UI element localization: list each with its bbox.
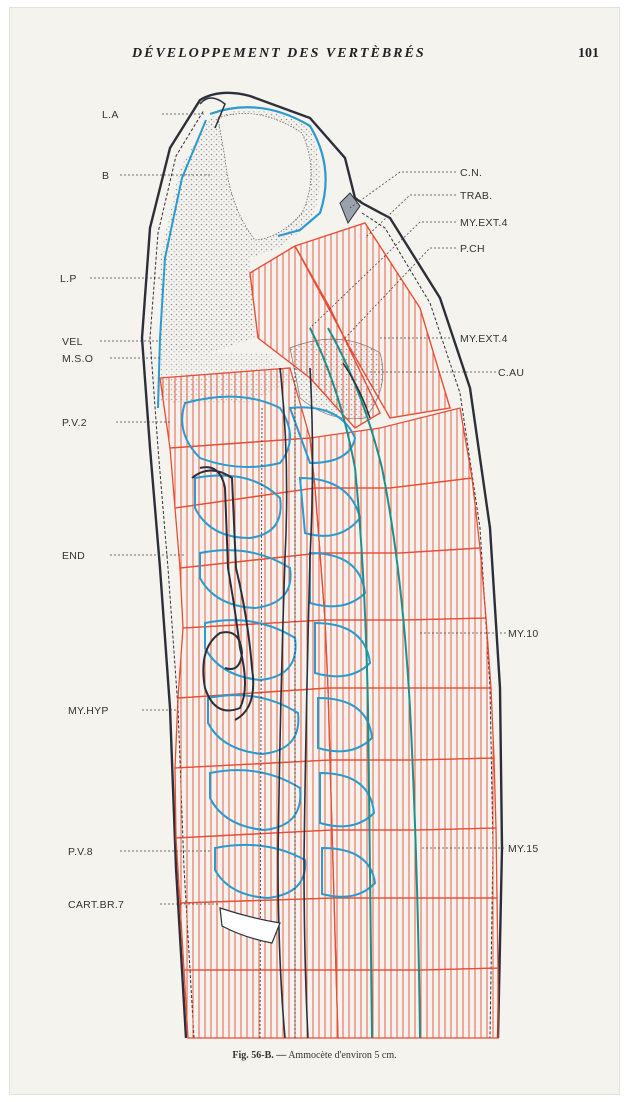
figure-number: Fig. 56-B. — [232,1050,286,1061]
label-cau: C.AU [498,367,524,379]
label-b: B [102,170,109,182]
label-myext4-top: MY.EXT.4 [460,217,508,229]
label-myhyp: MY.HYP [68,705,109,717]
label-trab: TRAB. [460,190,492,202]
figure-caption: Fig. 56-B. — Ammocète d'environ 5 cm. [10,1050,619,1061]
label-pv2: P.V.2 [62,417,87,429]
label-vel: VEL [62,336,83,348]
label-mso: M.S.O [62,353,93,365]
label-cartbr7: CART.BR.7 [68,899,124,911]
label-la: L.A [102,109,119,121]
label-my10: MY.10 [508,628,539,640]
label-end: END [62,550,85,562]
label-cn: C.N. [460,167,482,179]
book-page: DÉVELOPPEMENT DES VERTÈBRÉS 101 [10,8,619,1094]
label-my15: MY.15 [508,843,539,855]
label-myext4-lower: MY.EXT.4 [460,333,508,345]
label-lp: L.P [60,273,77,285]
label-pch: P.CH [460,243,485,255]
label-pv8: P.V.8 [68,846,93,858]
figure-caption-text: Ammocète d'environ 5 cm. [288,1050,396,1061]
ammocoete-anatomy-figure: L.A B L.P VEL M.S.O P.V.2 END MY.HYP P.V… [10,8,619,1094]
